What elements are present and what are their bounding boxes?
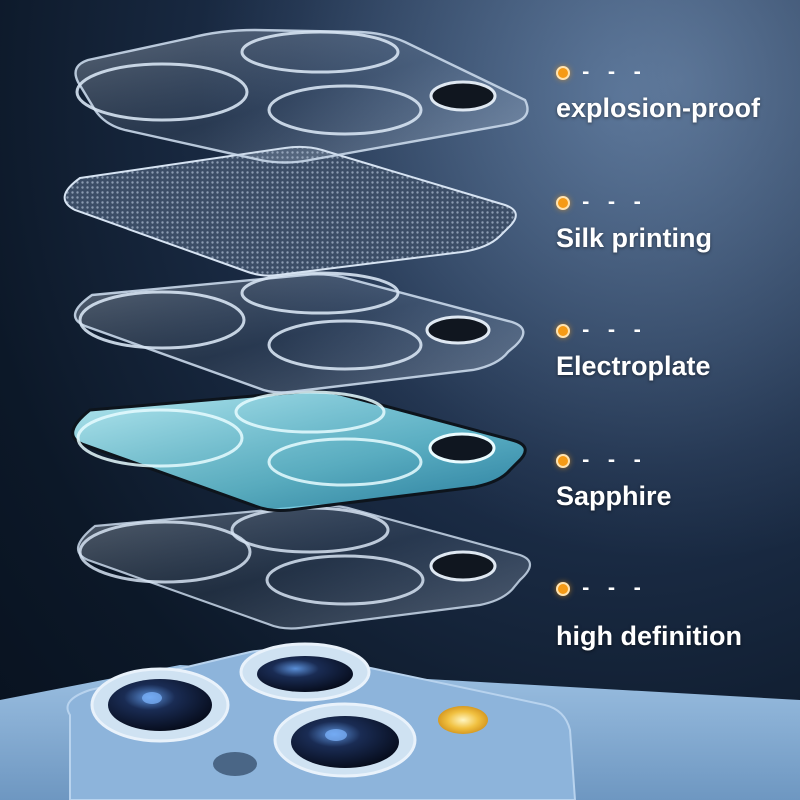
feature-marker-dashes: - - - — [582, 450, 647, 471]
feature-marker-dashes: - - - — [582, 578, 647, 599]
orange-dot-icon — [556, 324, 570, 338]
feature-label: Sapphire — [556, 481, 672, 511]
layer-explosion-proof — [74, 28, 529, 164]
feature-electroplate: - - - Electroplate — [556, 320, 796, 382]
orange-dot-icon — [556, 582, 570, 596]
feature-label: explosion-proof — [556, 93, 760, 123]
feature-explosion-proof: - - - explosion-proof — [556, 62, 796, 124]
layer-electroplate — [74, 271, 525, 394]
feature-marker-dashes: - - - — [582, 62, 647, 83]
feature-high-definition: - - - high definition — [556, 578, 796, 652]
feature-silk-printing: - - - Silk printing — [556, 192, 796, 254]
orange-dot-icon — [556, 454, 570, 468]
layer-sapphire — [71, 389, 527, 512]
feature-label: Silk printing — [556, 223, 713, 253]
orange-dot-icon — [556, 196, 570, 210]
layer-high-definition — [77, 504, 532, 630]
feature-marker-dashes: - - - — [582, 192, 647, 213]
phone-camera-module — [0, 642, 800, 800]
feature-sapphire: - - - Sapphire — [556, 450, 796, 512]
feature-label: high definition — [556, 621, 742, 651]
feature-label: Electroplate — [556, 351, 711, 381]
feature-marker-dashes: - - - — [582, 320, 647, 341]
orange-dot-icon — [556, 66, 570, 80]
